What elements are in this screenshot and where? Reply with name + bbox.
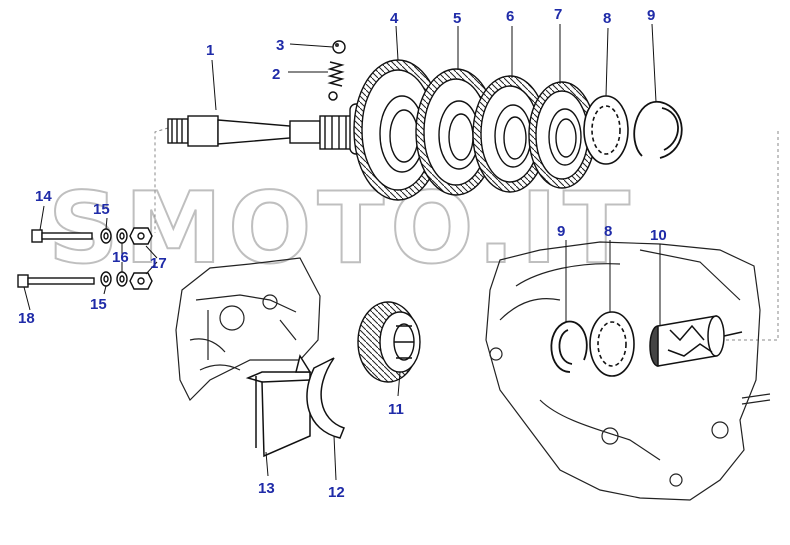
callout-8-top: 8: [603, 10, 611, 27]
detent-spring: [327, 61, 345, 101]
bolt-18: [17, 274, 95, 288]
shift-drum: [649, 315, 743, 367]
callout-15-upper: 15: [93, 201, 110, 218]
callout-7: 7: [554, 6, 562, 23]
gear-5: [415, 68, 497, 196]
gearbox-casing-left: [175, 257, 321, 402]
selector-fork: [306, 356, 345, 439]
callout-3: 3: [276, 37, 284, 54]
callout-16: 16: [112, 249, 129, 266]
nut-17: [129, 227, 153, 290]
circlip-lower: [550, 320, 588, 373]
callout-13: 13: [258, 480, 275, 497]
main-shaft: [167, 103, 377, 155]
callout-15-lower: 15: [90, 296, 107, 313]
callout-14: 14: [35, 188, 52, 205]
gearbox-casing-right: [485, 241, 771, 501]
callout-9-top: 9: [647, 7, 655, 24]
splined-washer-top: [583, 95, 629, 165]
leader-lines: [23, 23, 661, 481]
callout-9-lower: 9: [557, 223, 565, 240]
callout-8-lower: 8: [604, 223, 612, 240]
sliding-sleeve-gear: [357, 301, 421, 383]
callout-12: 12: [328, 484, 345, 501]
callout-10: 10: [650, 227, 667, 244]
callout-18: 18: [18, 310, 35, 327]
washer-15-upper: [100, 228, 112, 244]
callout-labels: 1 2 3 4 5 6 7 8 9 9 8 10 11 12 13 14 15 …: [18, 6, 667, 501]
assembly-reference-line: [154, 127, 779, 341]
callout-1: 1: [206, 42, 214, 59]
splined-washer-lower: [589, 311, 635, 377]
callout-2: 2: [272, 66, 280, 83]
callout-17: 17: [150, 255, 167, 272]
callout-5: 5: [453, 10, 461, 27]
gear-7: [528, 81, 596, 189]
washer-15-lower: [100, 271, 112, 287]
bolt-14: [31, 229, 93, 243]
callout-6: 6: [506, 8, 514, 25]
circlip-top: [633, 101, 683, 159]
detent-ball: [332, 40, 346, 54]
callout-11: 11: [388, 401, 404, 418]
callout-4: 4: [390, 10, 399, 27]
washer-16: [116, 228, 128, 287]
selector-bracket: [245, 354, 312, 458]
